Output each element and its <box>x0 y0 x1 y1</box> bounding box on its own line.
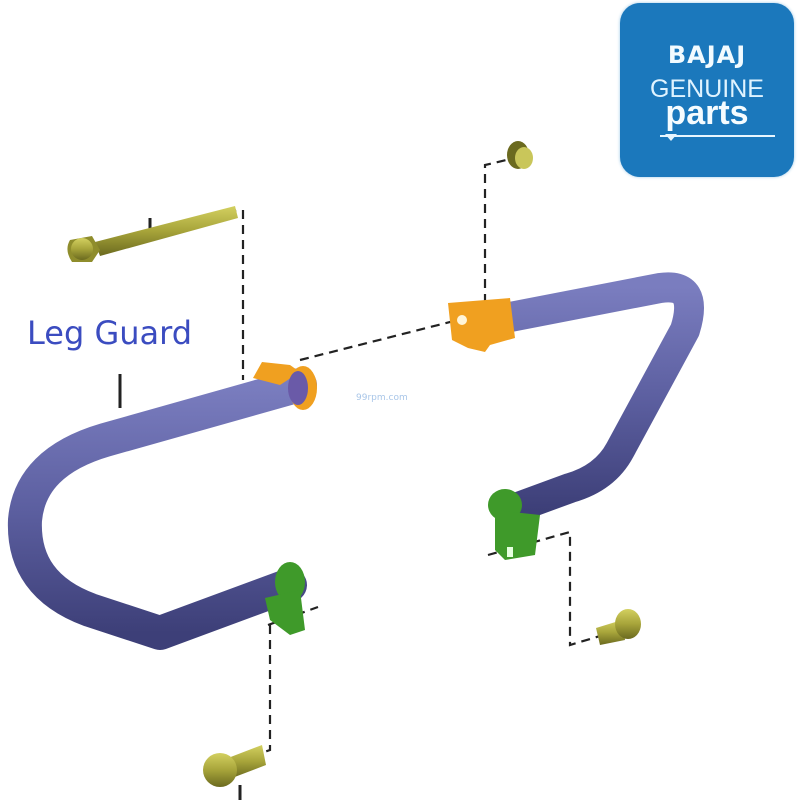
logo-brand: BAJAJ <box>667 41 747 69</box>
bajaj-genuine-parts-logo: BAJAJ GENUINE parts <box>620 3 794 177</box>
leg-guard-label: Leg Guard <box>27 314 193 352</box>
logo-arrow-icon <box>665 134 677 141</box>
logo-parts: parts <box>665 94 749 132</box>
solid-leader-ticks <box>118 218 242 800</box>
left-guard-tube <box>7 368 317 650</box>
leader-lines <box>139 156 601 759</box>
right-lower-bolt <box>596 609 641 645</box>
left-lower-bolt <box>203 745 266 787</box>
watermark: 99rpm.com <box>356 393 408 403</box>
left-upper-bracket <box>253 362 317 410</box>
left-lower-bracket <box>265 562 305 635</box>
right-upper-bracket <box>448 298 515 352</box>
right-lower-bracket <box>488 489 540 560</box>
logo-underline <box>660 135 775 137</box>
flange-nut <box>507 141 533 169</box>
logo-genuine: GENUINE <box>650 75 764 103</box>
long-bolt <box>67 206 238 262</box>
right-guard-tube <box>490 272 704 525</box>
